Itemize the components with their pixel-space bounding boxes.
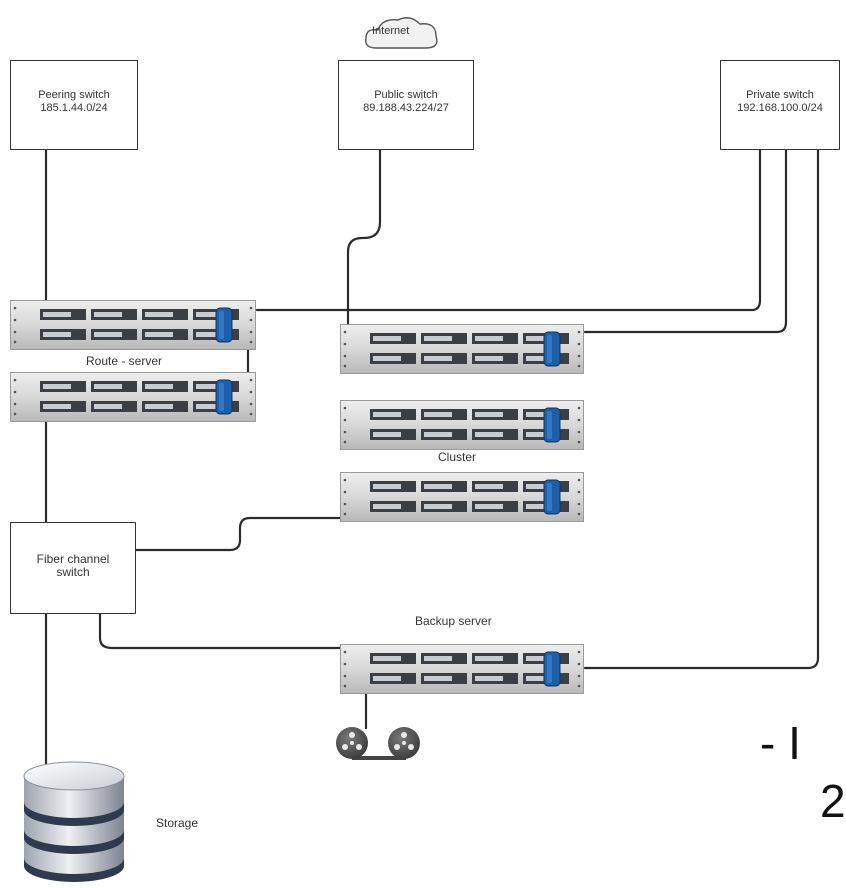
link-fiber-to-cluster [134,516,342,552]
cluster-label: Cluster [438,450,477,464]
peering-switch: Peering switch 185.1.44.0/24 [10,60,138,150]
cut-off-text-line1: - I [760,717,801,769]
route-server-unit-1 [10,300,256,350]
cut-off-text-line2: 2 [820,775,846,827]
fiber-channel-switch: Fiber channel switch [10,522,136,614]
public-switch-name: Public switch [374,89,438,101]
fiber-switch-line1: Fiber channel [36,552,110,566]
cluster-server-3 [340,472,584,522]
peering-switch-subnet: 185.1.44.0/24 [40,102,108,114]
private-switch: Private switch 192.168.100.0/24 [720,60,840,150]
link-private-to-route-server [255,148,762,312]
link-private-to-cluster [583,148,788,334]
backup-server-label: Backup server [415,614,492,628]
tape-reels-icon [336,727,420,760]
link-public-to-cluster [346,148,382,330]
cluster-server-1 [340,324,584,374]
route-server-unit-2 [10,372,256,422]
cluster-server-2 [340,400,584,450]
private-switch-name: Private switch [746,89,814,101]
storage-label: Storage [156,816,199,830]
database-storage-icon [23,761,125,882]
link-private-to-backup [583,148,820,670]
private-switch-subnet: 192.168.100.0/24 [737,102,823,114]
internet-label: Internet [372,25,410,37]
link-fiber-to-backup [98,612,342,650]
route-server-label: Route - server [86,354,163,368]
backup-server-unit [340,644,584,694]
cloud-icon [365,17,438,49]
peering-switch-name: Peering switch [38,89,110,101]
public-switch-subnet: 89.188.43.224/27 [363,102,449,114]
public-switch: Public switch 89.188.43.224/27 [338,60,474,150]
fiber-switch-line2: switch [56,565,90,579]
